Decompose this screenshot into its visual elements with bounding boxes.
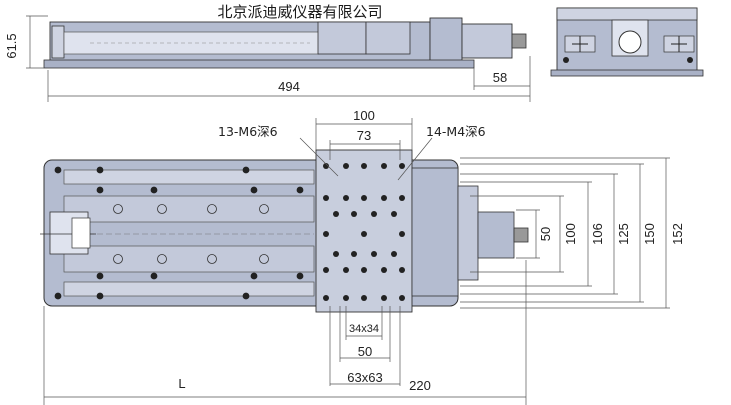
side-view-motor-mount: [429, 17, 463, 65]
right-dim-50: 50: [538, 227, 553, 241]
plan-carriage-side: [411, 167, 459, 297]
top-dim-100: 100: [353, 108, 375, 123]
callout-m6-holes: 13-M6深6: [218, 124, 278, 139]
side-view-knob: [511, 33, 527, 49]
side-length-label: 494: [278, 79, 300, 94]
right-dimension-lines: [460, 157, 670, 309]
bottom-dim-50: 50: [358, 344, 372, 359]
end-view-bore: [618, 30, 642, 54]
side-view-end-cap: [51, 25, 65, 59]
top-dim-73: 73: [357, 128, 371, 143]
end-view-bolt: [687, 57, 693, 63]
side-motor-offset-label: 58: [493, 70, 507, 85]
plan-rail-bottom: [63, 281, 315, 297]
bottom-dim-220: 220: [409, 378, 431, 393]
side-view-carriage-left: [317, 21, 367, 55]
plan-body-bolts: [54, 166, 304, 300]
plan-view: 13-M6深6 14-M4深6 100 73 50 100 106 125 15…: [40, 108, 685, 405]
bottom-dimension-lines: [43, 260, 527, 405]
end-view-base: [550, 69, 704, 77]
right-dim-150: 150: [642, 223, 657, 245]
side-view-carriage-right: [365, 21, 411, 55]
plan-rail-top: [63, 169, 315, 185]
plan-slot-upper: [63, 195, 315, 223]
side-view: 61.5 494 58: [4, 15, 531, 102]
plan-motor-flange: [457, 185, 479, 281]
bottom-dim-63x63: 63x63: [347, 370, 382, 385]
end-view-top-plate: [556, 7, 698, 21]
callout-m4-holes: 14-M4深6: [426, 124, 486, 139]
company-name: 北京派迪威仪器有限公司: [217, 3, 382, 21]
plan-slot-lower: [63, 245, 315, 273]
bottom-dim-34x34: 34x34: [349, 323, 379, 335]
plan-mount-holes: [113, 204, 269, 264]
end-view: [550, 7, 704, 77]
plan-motor-body: [477, 211, 515, 259]
right-dim-152: 152: [670, 223, 685, 245]
bottom-dim-length: L: [178, 376, 185, 391]
side-height-label: 61.5: [4, 33, 19, 58]
side-view-base: [43, 59, 475, 69]
side-view-motor: [461, 23, 513, 59]
plan-motor-knob: [513, 227, 529, 243]
right-dim-100: 100: [563, 223, 578, 245]
right-dim-125: 125: [616, 223, 631, 245]
right-dim-106: 106: [590, 223, 605, 245]
end-view-bolt: [563, 57, 569, 63]
plan-carriage-holes: [323, 163, 405, 301]
